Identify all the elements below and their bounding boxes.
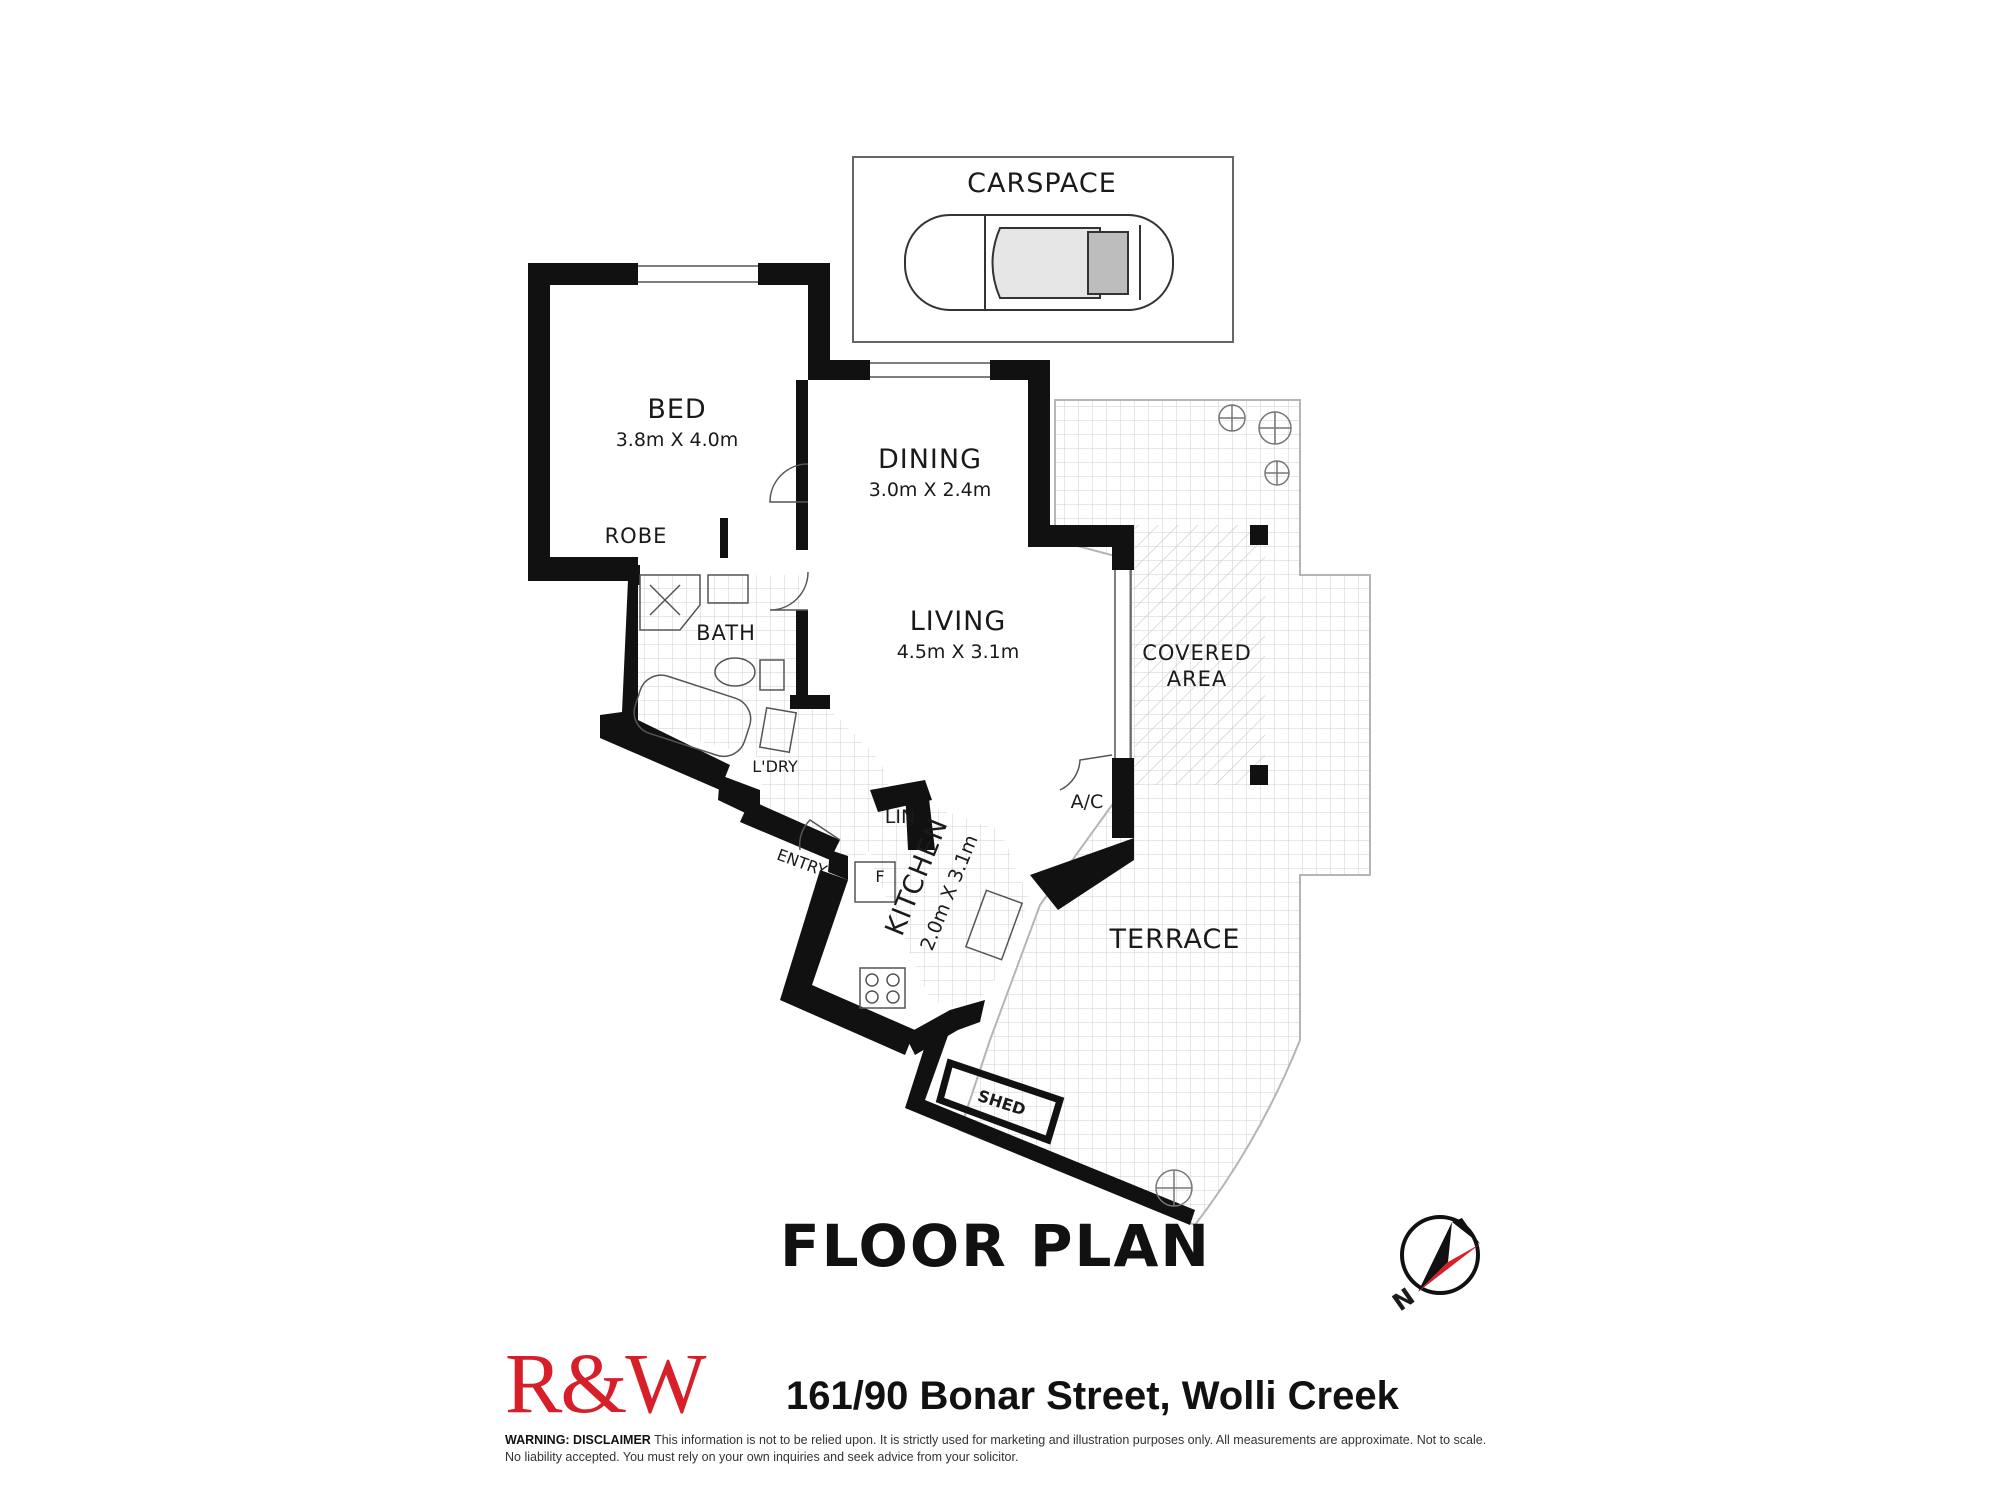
car-icon	[904, 214, 1174, 311]
plan-title: FLOOR PLAN	[780, 1212, 1211, 1280]
label-dining-size: 3.0m X 2.4m	[869, 479, 992, 501]
disclaimer-heading: WARNING: DISCLAIMER	[505, 1433, 651, 1447]
disclaimer-text: WARNING: DISCLAIMER This information is …	[505, 1432, 1505, 1466]
label-ac: A/C	[1071, 791, 1104, 813]
label-bath: BATH	[696, 621, 756, 645]
label-living-size: 4.5m X 3.1m	[897, 641, 1020, 663]
label-bed-size: 3.8m X 4.0m	[616, 429, 739, 451]
property-address: 161/90 Bonar Street, Wolli Creek	[786, 1374, 1399, 1418]
agency-logo: R&W	[505, 1335, 706, 1431]
label-living: LIVING	[910, 606, 1007, 637]
label-dining: DINING	[878, 444, 982, 475]
label-fridge: F	[875, 867, 884, 886]
shrub-icons	[1155, 404, 1292, 1207]
door-swings	[769, 463, 1113, 851]
label-laundry: L'DRY	[752, 757, 798, 776]
label-linen: LIN	[885, 806, 915, 828]
bath-floor	[620, 575, 800, 760]
label-bed: BED	[647, 394, 706, 425]
terrace-floor	[958, 399, 1371, 1227]
covered-area-floor	[1135, 525, 1265, 785]
walls	[528, 263, 1268, 1225]
label-covered-area-2: AREA	[1167, 667, 1228, 691]
shed-box	[935, 1058, 1065, 1145]
disclaimer-body: This information is not to be relied upo…	[505, 1433, 1487, 1464]
bath-fixtures	[633, 574, 785, 758]
label-terrace: TERRACE	[1109, 924, 1241, 955]
compass-n-label: N	[1387, 1282, 1420, 1316]
kitchen-fixtures	[758, 706, 1024, 1009]
windows	[638, 265, 1132, 758]
label-covered-area-1: COVERED	[1142, 641, 1252, 665]
north-compass-icon	[1400, 1215, 1480, 1295]
carspace-box	[852, 156, 1234, 343]
label-carspace: CARSPACE	[967, 168, 1117, 199]
label-robe: ROBE	[605, 524, 668, 548]
